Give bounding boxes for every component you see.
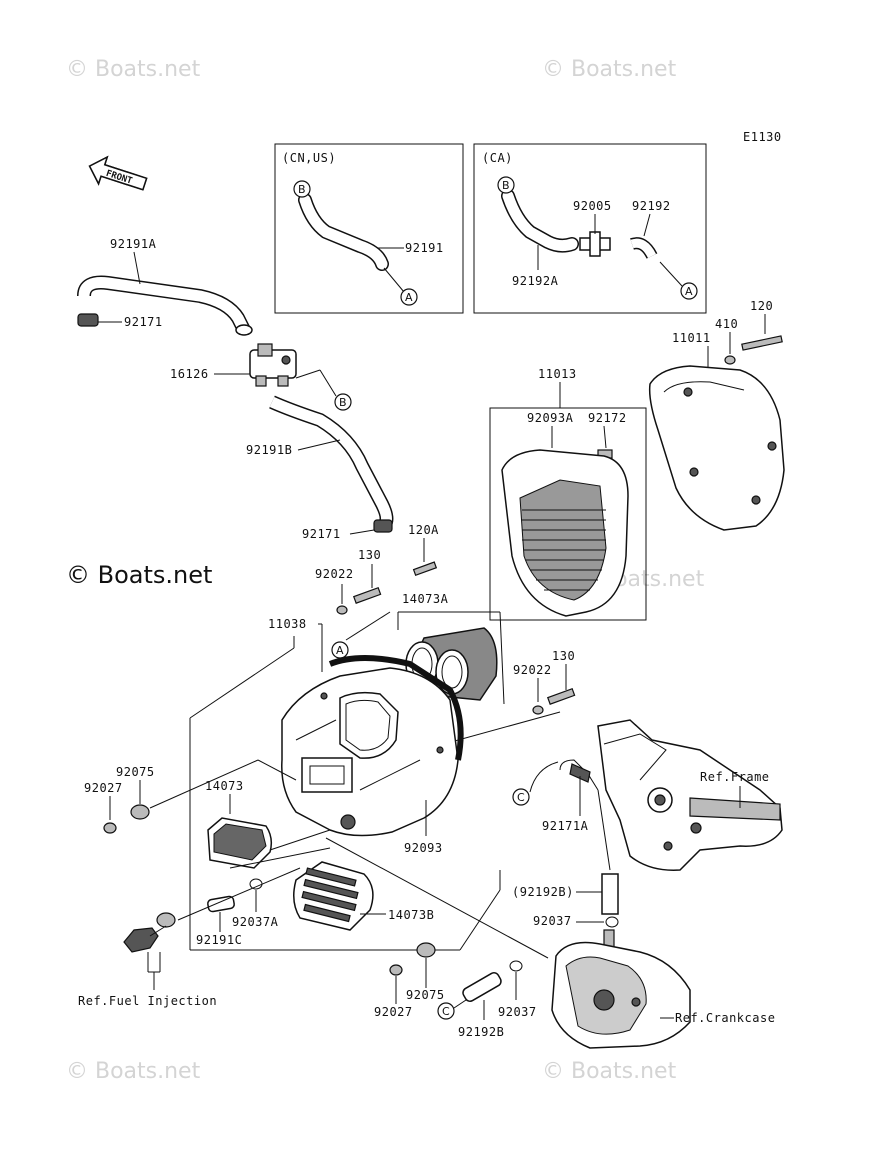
bolts-left: 120A 130 92022: [315, 523, 439, 615]
part-92093: 92093: [404, 841, 443, 855]
cover-11011: 11011 410 120: [648, 299, 785, 531]
ref-crankcase: Ref.Crankcase: [675, 1011, 775, 1025]
part-130-right: 130: [552, 649, 575, 663]
marker-b-ca: B: [502, 179, 510, 192]
fuel-injection-fitting: Ref.Fuel Injection: [78, 867, 301, 1008]
marker-c-bottom: C: [442, 1005, 450, 1018]
bolts-right: 130 92022: [513, 649, 576, 715]
part-14073: 14073: [205, 779, 244, 793]
part-14073A: 14073A: [402, 592, 449, 606]
part-92191A: 92191A: [110, 237, 157, 251]
hose-92191A: 92191A 92171: [77, 237, 253, 336]
part-92171-top: 92171: [124, 315, 163, 329]
part-120A: 120A: [408, 523, 439, 537]
part-92037A: 92037A: [232, 915, 279, 929]
part-92027-left: 92027: [84, 781, 123, 795]
watermark-bottom-left: © Boats.net: [66, 1059, 201, 1084]
cn-us-label: (CN,US): [282, 151, 336, 165]
part-92022-left: 92022: [315, 567, 354, 581]
duct-14073B: 14073B: [229, 837, 549, 959]
cn-us-variant-box: (CN,US) 92191: [274, 143, 464, 314]
marker-c-right: C: [517, 791, 525, 804]
grommet-left: 92075 92027: [84, 759, 297, 834]
part-92192: 92192: [632, 199, 671, 213]
grommets-bottom: 92075 92027: [374, 942, 445, 1019]
duct-14073: 14073: [205, 779, 331, 869]
airbox-housing: 92093: [281, 655, 464, 855]
part-92191: 92191: [405, 241, 444, 255]
part-11011: 11011: [672, 331, 711, 345]
crankcase-reference: (92192B) 92037 Ref.Crankcase: [512, 873, 775, 1049]
watermark-bottom-right: © Boats.net: [542, 1059, 677, 1084]
part-92005: 92005: [573, 199, 612, 213]
part-92192B-paren: (92192B): [512, 885, 574, 899]
part-92171A: 92171A: [542, 819, 589, 833]
part-92022-right: 92022: [513, 663, 552, 677]
part-92191C: 92191C: [196, 933, 242, 947]
part-11038: 11038: [268, 617, 307, 631]
ca-label: (CA): [482, 151, 513, 165]
part-92192B: 92192B: [458, 1025, 504, 1039]
part-14073B: 14073B: [388, 908, 434, 922]
ca-variant-box: (CA) 92005 92192 92192A: [473, 143, 707, 314]
watermark-top-left: © Boats.net: [66, 57, 201, 82]
hose-92191C: 92037A 92191C: [196, 878, 279, 947]
marker-a-main: A: [336, 644, 344, 657]
frame-reference: 92171A Ref.Frame: [529, 719, 783, 871]
part-92027-bottom: 92027: [374, 1005, 413, 1019]
watermark-mid-left: © Boats.net: [66, 561, 212, 589]
ref-fuel-injection: Ref.Fuel Injection: [78, 994, 217, 1008]
part-92037-right: 92037: [533, 914, 572, 928]
watermark-top-right: © Boats.net: [542, 57, 677, 82]
part-16126: 16126: [170, 367, 209, 381]
part-92075-left: 92075: [116, 765, 155, 779]
part-92075-bottom: 92075: [406, 988, 445, 1002]
marker-a-cnus: A: [405, 291, 413, 304]
diagram-code: E1130: [743, 130, 782, 144]
marker-a-ca: A: [685, 285, 693, 298]
marker-b-cnus: B: [298, 183, 306, 196]
hose-92192B: 92192B 92037: [453, 960, 537, 1039]
marker-b-main: B: [339, 396, 347, 409]
part-11013: 11013: [538, 367, 577, 381]
part-92191B: 92191B: [246, 443, 292, 457]
part-92171-mid: 92171: [302, 527, 341, 541]
front-arrow-icon: FRONT: [88, 155, 148, 191]
part-92192A: 92192A: [512, 274, 559, 288]
part-410: 410: [715, 317, 738, 331]
part-92172: 92172: [588, 411, 627, 425]
part-130-left: 130: [358, 548, 381, 562]
letter-markers: B A B A B A C C: [293, 176, 698, 1020]
valve-16126: 16126: [170, 343, 337, 397]
ref-frame: Ref.Frame: [700, 770, 770, 784]
part-120: 120: [750, 299, 773, 313]
part-92037-bottom: 92037: [498, 1005, 537, 1019]
part-92093A: 92093A: [527, 411, 574, 425]
hose-92191B: 92191B 92171: [246, 395, 394, 541]
filter-element-11013: 11013 92093A 92172: [489, 367, 647, 621]
